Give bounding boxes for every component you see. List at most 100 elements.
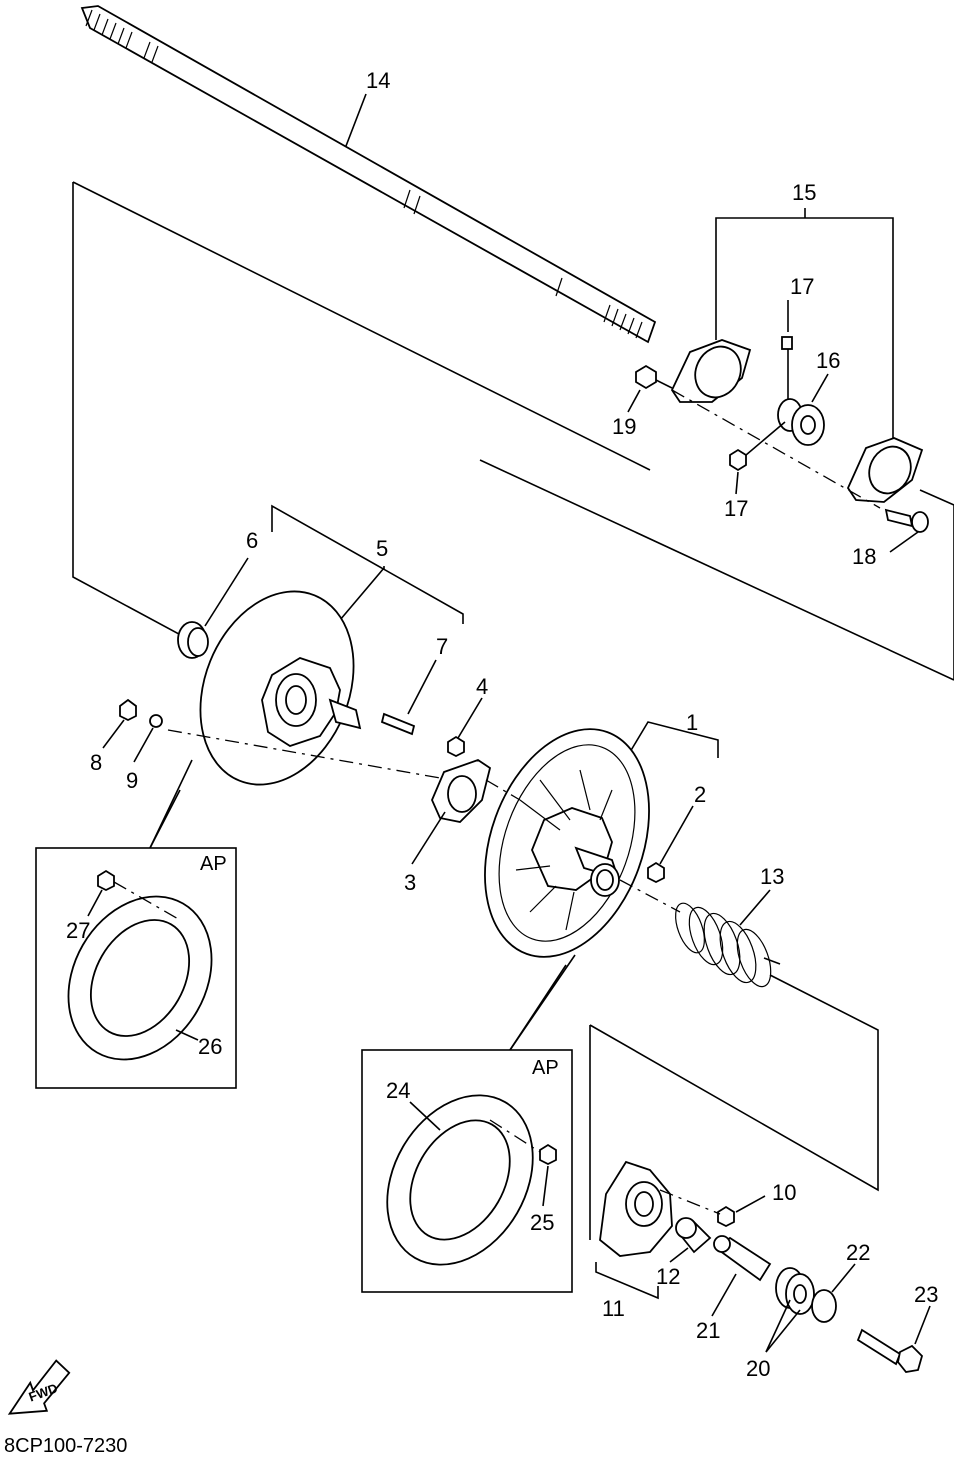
- leader-19b: [627, 389, 641, 413]
- ap-box-left-pointer: [149, 789, 181, 849]
- axis-line: [671, 389, 881, 509]
- callout-27: 27: [66, 918, 90, 943]
- bearing-housing-right: [846, 437, 924, 503]
- leader-9: [133, 727, 154, 763]
- axis-line: [167, 729, 441, 779]
- axis-line: [113, 881, 181, 921]
- bearing-housing-left: [670, 339, 752, 403]
- callout-22: 22: [846, 1240, 870, 1265]
- set-screw-17: [781, 336, 793, 350]
- bracket-11: [595, 1262, 659, 1300]
- callout-10: 10: [772, 1180, 796, 1205]
- bracket-5: [271, 504, 464, 624]
- stud-7: [380, 712, 416, 736]
- leader-14: [345, 93, 367, 147]
- shaft-part: [80, 5, 657, 344]
- rivet-25: [539, 1143, 557, 1166]
- callout-1: 1: [686, 710, 698, 735]
- fixed-sheave-part: [199, 590, 362, 786]
- bolt-2: [647, 861, 665, 884]
- leader-17c: [735, 471, 739, 495]
- leader-26: [175, 1029, 199, 1041]
- callout-17b: 17: [724, 496, 748, 521]
- callout-15: 15: [792, 180, 816, 205]
- leader-13: [739, 889, 771, 926]
- callout-11: 11: [602, 1296, 625, 1321]
- leader-24: [409, 1101, 441, 1131]
- ap-label-left: AP: [200, 853, 227, 875]
- liner-24: [386, 1094, 534, 1266]
- callout-9: 9: [126, 768, 138, 793]
- spring-13: [675, 902, 781, 988]
- leader-25: [542, 1165, 549, 1207]
- callout-19: 19: [612, 414, 636, 439]
- leader-18: [889, 531, 919, 553]
- washers-20: [775, 1267, 815, 1315]
- leader-27: [87, 889, 103, 917]
- leader-8: [102, 719, 125, 749]
- gasket-3: [431, 759, 492, 823]
- callout-13: 13: [760, 864, 784, 889]
- callout-20: 20: [746, 1356, 770, 1381]
- liner-26: [67, 895, 213, 1061]
- bushing-12: [675, 1217, 712, 1254]
- cap-22: [811, 1289, 837, 1323]
- ap-label-right: AP: [532, 1057, 559, 1079]
- leader-20a: [765, 1299, 791, 1353]
- ap-box-right-pointer: [509, 964, 567, 1051]
- leader-16: [811, 373, 829, 403]
- leader-4: [457, 697, 483, 739]
- leader-2: [659, 805, 694, 865]
- ap-box-left: [35, 847, 237, 1089]
- axis-line: [485, 779, 521, 801]
- callout-17a: 17: [790, 274, 814, 299]
- bolt-18: [884, 508, 929, 533]
- collar-6: [177, 621, 209, 659]
- callout-7: 7: [436, 634, 448, 659]
- axis-line: [659, 1189, 721, 1215]
- callout-2: 2: [694, 782, 706, 807]
- nut-19: [635, 364, 657, 390]
- callout-21: 21: [696, 1318, 720, 1343]
- leader-20b: [765, 1309, 801, 1353]
- callout-18: 18: [852, 544, 876, 569]
- callout-26: 26: [198, 1034, 222, 1059]
- diagram-code: 8CP100-7230: [4, 1435, 127, 1457]
- leader-21: [711, 1273, 737, 1317]
- leader-17b: [745, 421, 786, 456]
- callout-25: 25: [530, 1210, 554, 1235]
- callout-23: 23: [914, 1282, 938, 1307]
- callout-24: 24: [386, 1078, 410, 1103]
- bracket-line: [479, 459, 954, 681]
- rivet-27: [97, 869, 115, 892]
- axis-line: [619, 879, 681, 913]
- callout-3: 3: [404, 870, 416, 895]
- bolt-8: [119, 698, 137, 722]
- callout-14: 14: [366, 68, 390, 93]
- bolt-23: [856, 1328, 924, 1373]
- washer-9: [149, 714, 163, 728]
- leader-6: [204, 557, 249, 627]
- leader-5b: [339, 567, 385, 621]
- callout-12: 12: [656, 1264, 680, 1289]
- leader-22: [831, 1263, 856, 1293]
- fwd-arrow-icon: [7, 1359, 71, 1415]
- bracket-line: [72, 182, 191, 641]
- bracket-line: [919, 489, 954, 680]
- axis-line: [489, 1119, 541, 1153]
- callout-8: 8: [90, 750, 102, 775]
- callout-16: 16: [816, 348, 840, 373]
- cover-11: [599, 1160, 673, 1257]
- collar-21: [713, 1235, 772, 1282]
- movable-sheave-part: [484, 728, 650, 958]
- leader-12: [669, 1247, 689, 1263]
- bolt-4: [447, 735, 465, 758]
- leader-3: [411, 811, 446, 865]
- nut-17: [729, 448, 747, 472]
- leader-7: [407, 659, 437, 715]
- nut-10: [717, 1205, 735, 1228]
- bracket-line: [72, 181, 651, 471]
- leader-19: [655, 379, 673, 389]
- ap-box-right: [361, 1049, 573, 1293]
